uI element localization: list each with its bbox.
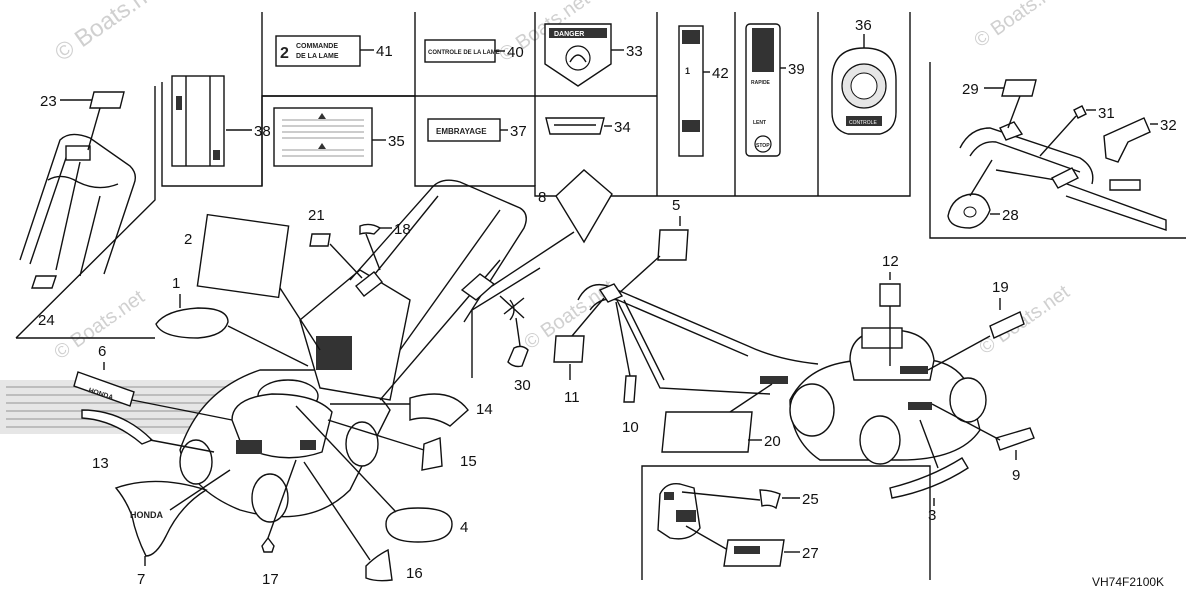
callout-12: 12 (882, 253, 899, 270)
callout-18: 18 (394, 221, 411, 238)
decal-38: 38 (171, 75, 271, 167)
decal-panel-frame (161, 12, 911, 197)
callout-21: 21 (308, 207, 325, 224)
callout-11: 11 (564, 389, 580, 406)
callout-31: 31 (1098, 105, 1115, 122)
callout-6: 6 (98, 343, 106, 360)
decal-35: 35 (273, 107, 405, 167)
callout-3: 3 (928, 507, 936, 524)
label-de-la-lame: DE LA LAME (296, 53, 339, 60)
handle-inset-left: 23 24 (15, 86, 156, 339)
handle-inset-right: 29 28 31 32 (929, 62, 1186, 239)
callout-2: 2 (184, 231, 192, 248)
callout-14: 14 (476, 401, 493, 418)
callout-30: 30 (514, 377, 531, 394)
decal-41: 2 COMMANDE DE LA LAME 41 (275, 35, 393, 67)
callout-36: 36 (855, 17, 872, 34)
callout-42: 42 (712, 65, 729, 82)
handle-grip-inset: 25 27 (641, 465, 931, 580)
label-stop: STOP (756, 143, 770, 149)
mower-front (0, 179, 527, 523)
callout-15: 15 (460, 453, 477, 470)
callout-39: 39 (788, 61, 805, 78)
mower-front-callouts: 1 2 21 18 8 6 HONDA 13 HONDA (73, 169, 613, 588)
callout-25: 25 (802, 491, 819, 508)
callout-41: 41 (376, 43, 393, 60)
label-danger: DANGER (554, 31, 584, 38)
callout-28: 28 (1002, 207, 1019, 224)
mower-side (577, 283, 987, 465)
callout-24: 24 (38, 312, 55, 329)
callout-27: 27 (802, 545, 819, 562)
callout-5: 5 (672, 197, 680, 214)
mower-side-callouts: 12 19 20 9 3 (661, 253, 1035, 524)
label-controle-36: CONTROLE (849, 120, 877, 126)
callout-23: 23 (40, 93, 57, 110)
callout-19: 19 (992, 279, 1009, 296)
callout-4: 4 (460, 519, 468, 536)
callout-17: 17 (262, 571, 279, 588)
watermark: © Boats.net (50, 0, 169, 67)
watermark: © Boats.net (975, 281, 1074, 359)
decal-34: 34 (545, 117, 631, 136)
callout-9: 9 (1012, 467, 1020, 484)
decal-40: CONTROLE DE LA LAME 40 (424, 39, 524, 63)
label-controle-de-la-lame: CONTROLE DE LA LAME (428, 50, 500, 56)
decal-39: RAPIDE LENT STOP 39 (745, 23, 805, 157)
callout-10: 10 (622, 419, 639, 436)
diagram-code: VH74F2100K (1092, 575, 1164, 589)
callout-7: 7 (137, 571, 145, 588)
decal-37: EMBRAYAGE 37 (427, 118, 527, 142)
label-2v: 2 (280, 45, 289, 62)
callout-40: 40 (507, 44, 524, 61)
label-lent: LENT (753, 120, 766, 126)
decal-36: 36 CONTROLE (831, 17, 897, 135)
callout-34: 34 (614, 119, 631, 136)
decal-33: DANGER 33 (544, 23, 643, 87)
handle-decals-mid: 5 11 10 (553, 197, 689, 436)
callout-29: 29 (962, 81, 979, 98)
label-rapide: RAPIDE (751, 80, 771, 86)
label-embrayage: EMBRAYAGE (436, 127, 487, 136)
callout-35: 35 (388, 133, 405, 150)
watermark: © Boats.net (970, 0, 1069, 52)
callout-32: 32 (1160, 117, 1177, 134)
callout-13: 13 (92, 455, 109, 472)
callout-37: 37 (510, 123, 527, 140)
callout-20: 20 (764, 433, 781, 450)
label-42-one: 1 (685, 66, 690, 76)
label-commande: COMMANDE (296, 43, 338, 50)
callout-1: 1 (172, 275, 180, 292)
callout-38: 38 (254, 123, 271, 140)
callout-8: 8 (538, 189, 546, 206)
callout-16: 16 (406, 565, 423, 582)
decal-42: 1 42 (678, 25, 729, 157)
callout-33: 33 (626, 43, 643, 60)
middle-inset: 30 (471, 267, 541, 394)
label-honda-7: HONDA (130, 510, 163, 520)
